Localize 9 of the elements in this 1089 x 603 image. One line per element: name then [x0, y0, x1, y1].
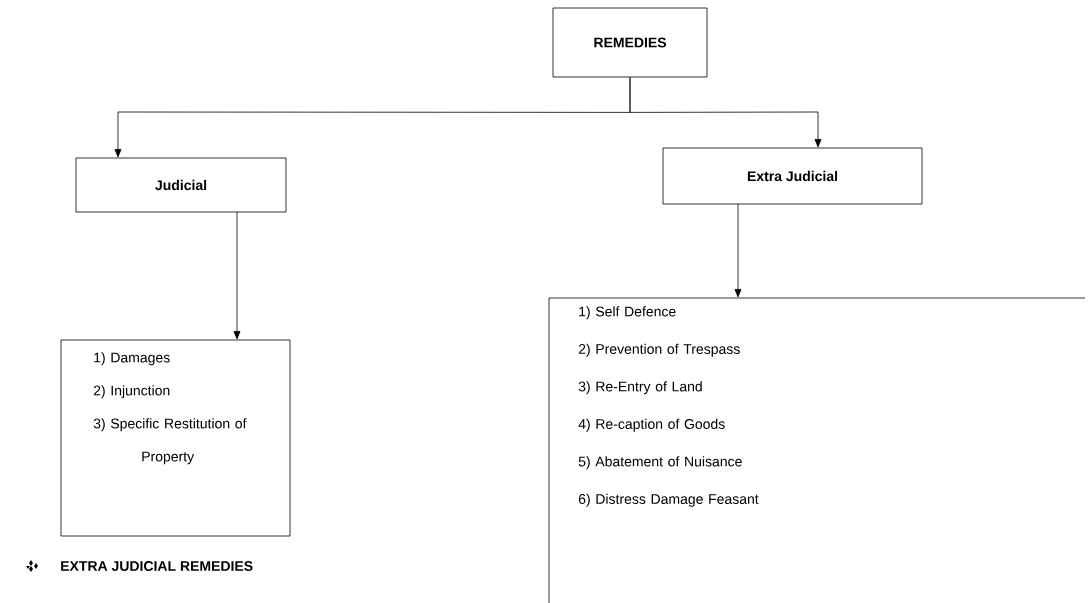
heading-box: Extra Judicial	[662, 147, 923, 205]
list-box: 1) Damages 2) Injunction 3) Specific Restitution of Property	[60, 339, 291, 537]
section-heading: EXTRA JUDICIAL REMEDIES	[61, 561, 253, 571]
heading-box: Judicial	[75, 157, 287, 213]
heading-box: REMEDIES	[552, 7, 708, 78]
arrow	[734, 203, 742, 298]
arrow	[233, 211, 241, 340]
arrow	[629, 77, 822, 148]
list-box: 1) Self Defence 2) Prevention of Trespass 3) Re-Entry of Land 4) Re-caption of Goods 5) Abatement of Nuisance 6) Distress Damage Feasant	[548, 297, 1086, 603]
